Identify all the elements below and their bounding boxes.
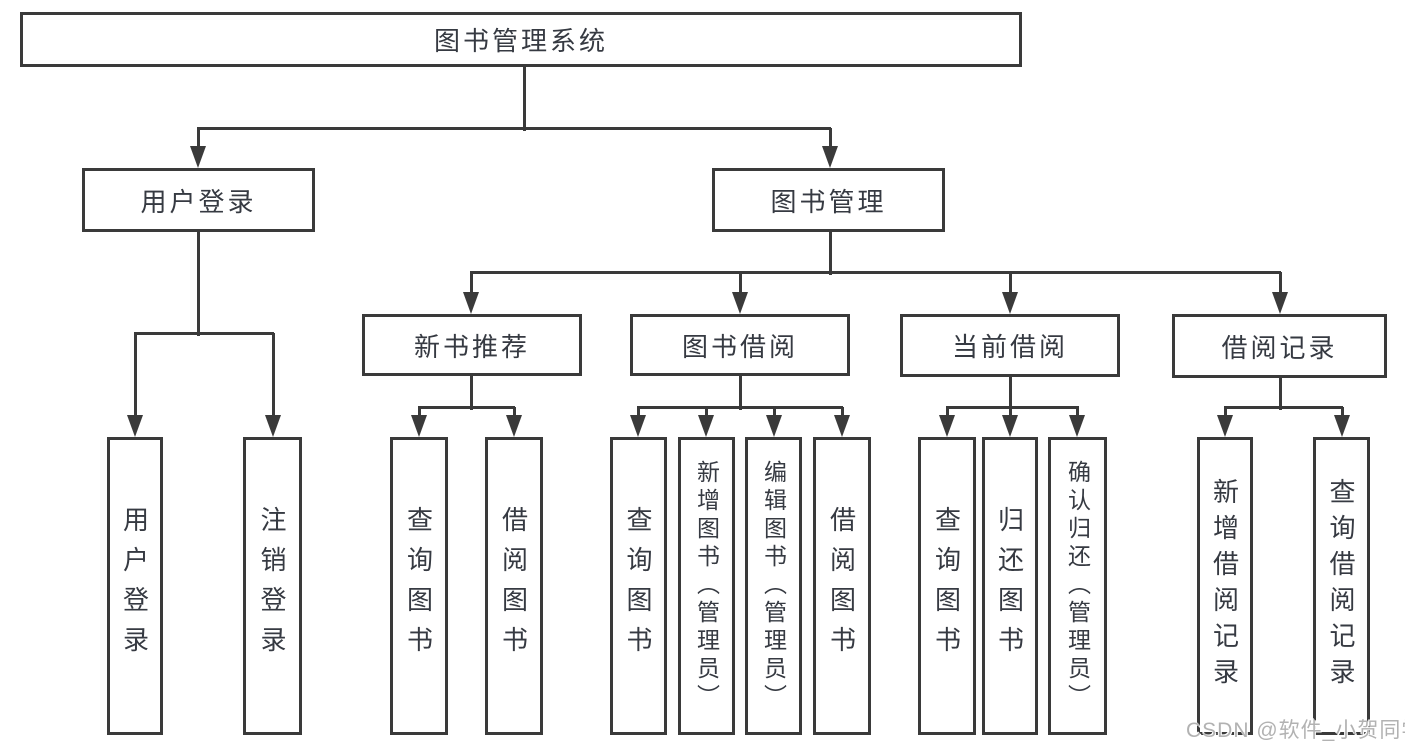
connector-borrowing-drop-2	[773, 407, 776, 418]
leaf-query-books-recommend: 查询图书	[390, 437, 448, 735]
leaf-return-books-label: 归还图书	[994, 506, 1025, 666]
leaf-user-login: 用户登录	[107, 437, 163, 735]
arrowhead-mgmt-1	[732, 292, 748, 314]
connector-recommend-bar	[418, 406, 515, 409]
connector-current-drop-0	[946, 407, 949, 418]
node-current-borrowing: 当前借阅	[900, 314, 1120, 377]
csdn-watermark: CSDN @软件_小贺同学	[1186, 719, 1405, 742]
arrowhead-records-1	[1334, 415, 1350, 437]
leaf-borrow-books: 借阅图书	[813, 437, 871, 735]
arrowhead-mgmt-0	[463, 292, 479, 314]
connector-mgmt-drop-1	[739, 272, 742, 295]
leaf-query-books-recommend-label: 查询图书	[403, 506, 434, 666]
arrowhead-current-2	[1069, 415, 1085, 437]
arrowhead-root-0	[190, 146, 206, 168]
connector-login-stem	[197, 232, 200, 336]
arrowhead-root-1	[822, 146, 838, 168]
leaf-query-books-current: 查询图书	[918, 437, 976, 735]
arrowhead-mgmt-3	[1272, 292, 1288, 314]
arrowhead-recommend-0	[411, 415, 427, 437]
connector-records-drop-1	[1341, 407, 1344, 418]
leaf-add-books-admin: 新增图书（管理员）	[678, 437, 735, 735]
connector-current-drop-2	[1076, 407, 1079, 418]
connector-records-bar	[1224, 406, 1343, 409]
leaf-query-books-borrowing: 查询图书	[610, 437, 667, 735]
node-book-management: 图书管理	[712, 168, 945, 232]
node-library-management-system: 图书管理系统	[20, 12, 1022, 67]
leaf-borrow-books-recommend: 借阅图书	[485, 437, 543, 735]
connector-mgmt-drop-3	[1279, 272, 1282, 295]
node-user-login: 用户登录	[82, 168, 315, 232]
leaf-query-borrow-record-label: 查询借阅记录	[1326, 478, 1356, 694]
leaf-user-login-label: 用户登录	[119, 506, 150, 666]
connector-borrowing-drop-3	[841, 407, 844, 418]
leaf-confirm-return-admin: 确认归还（管理员）	[1048, 437, 1107, 735]
node-borrowing-records: 借阅记录	[1172, 314, 1387, 378]
connector-borrowing-stem	[739, 376, 742, 410]
leaf-logout-label: 注销登录	[257, 506, 287, 666]
node-book-borrowing: 图书借阅	[630, 314, 850, 376]
arrowhead-borrowing-0	[630, 415, 646, 437]
arrowhead-borrowing-2	[766, 415, 782, 437]
connector-login-drop-1	[272, 333, 275, 418]
connector-current-bar	[946, 406, 1079, 409]
leaf-query-books-current-label: 查询图书	[931, 506, 962, 666]
leaf-edit-books-admin-label: 编辑图书（管理员）	[760, 460, 787, 712]
arrowhead-current-1	[1002, 415, 1018, 437]
connector-records-stem	[1279, 378, 1282, 410]
connector-borrowing-bar	[637, 406, 843, 409]
connector-login-bar	[134, 332, 274, 335]
arrowhead-borrowing-1	[698, 415, 714, 437]
leaf-query-books-borrowing-label: 查询图书	[623, 506, 653, 666]
leaf-add-borrow-record: 新增借阅记录	[1197, 437, 1253, 735]
connector-recommend-drop-0	[418, 407, 421, 418]
connector-mgmt-drop-0	[470, 272, 473, 295]
connector-root-bar	[197, 127, 831, 130]
connector-borrowing-drop-0	[637, 407, 640, 418]
connector-borrowing-drop-1	[705, 407, 708, 418]
connector-mgmt-stem	[829, 232, 832, 275]
connector-login-drop-0	[134, 333, 137, 418]
leaf-borrow-books-recommend-label: 借阅图书	[498, 506, 529, 666]
arrowhead-login-0	[127, 415, 143, 437]
leaf-add-books-admin-label: 新增图书（管理员）	[693, 460, 720, 712]
connector-root-drop-0	[197, 128, 200, 149]
leaf-add-borrow-record-label: 新增借阅记录	[1209, 478, 1240, 694]
arrowhead-current-0	[939, 415, 955, 437]
connector-recommend-stem	[470, 376, 473, 410]
connector-root-stem	[523, 67, 526, 131]
connector-current-stem	[1009, 377, 1012, 410]
arrowhead-records-0	[1217, 415, 1233, 437]
arrowhead-borrowing-3	[834, 415, 850, 437]
leaf-confirm-return-admin-label: 确认归还（管理员）	[1064, 460, 1091, 712]
leaf-logout: 注销登录	[243, 437, 302, 735]
connector-current-drop-1	[1009, 407, 1012, 418]
arrowhead-mgmt-2	[1002, 292, 1018, 314]
leaf-edit-books-admin: 编辑图书（管理员）	[745, 437, 802, 735]
connector-recommend-drop-1	[513, 407, 516, 418]
connector-mgmt-drop-2	[1009, 272, 1012, 295]
leaf-query-borrow-record: 查询借阅记录	[1313, 437, 1370, 735]
arrowhead-recommend-1	[506, 415, 522, 437]
leaf-borrow-books-label: 借阅图书	[826, 506, 857, 666]
leaf-return-books: 归还图书	[982, 437, 1038, 735]
connector-mgmt-bar	[470, 271, 1281, 274]
arrowhead-login-1	[265, 415, 281, 437]
connector-root-drop-1	[829, 128, 832, 149]
connector-records-drop-0	[1224, 407, 1227, 418]
node-new-book-recommend: 新书推荐	[362, 314, 582, 376]
